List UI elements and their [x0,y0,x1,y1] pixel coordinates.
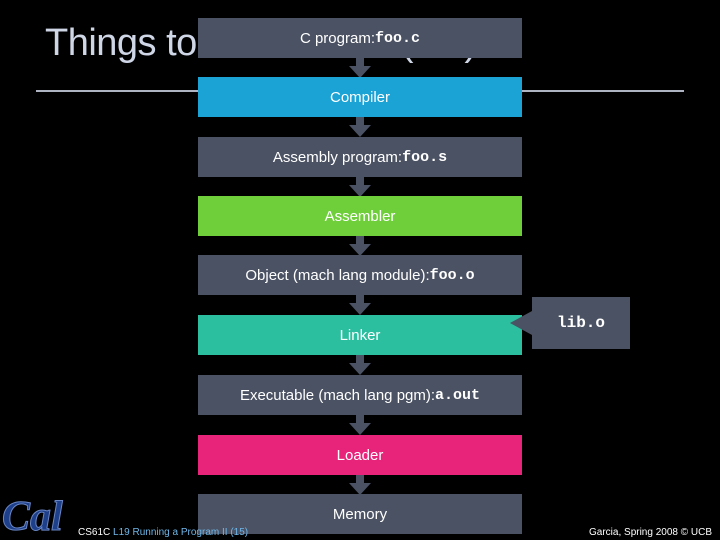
footer-credit: Garcia, Spring 2008 © UCB [589,527,712,538]
flow-arrow [349,244,371,256]
footer-course-code: CS61C [78,527,111,538]
flow-arrow [349,185,371,197]
footer-course: CS61C L19 Running a Program II (15) [78,527,248,538]
flow-box-code: foo.s [402,148,448,166]
flow-arrow-stem [356,236,364,244]
flow-box-code: foo.c [375,29,421,47]
flow-box-label: Linker [339,326,381,344]
flow-arrow [349,483,371,495]
flow-box-linker: Linker [198,315,522,355]
flow-arrow-stem [356,415,364,423]
flow-box-label: Memory [332,505,388,523]
lib-arrow [510,311,532,335]
flow-arrow [349,363,371,375]
flow-arrow [349,125,371,137]
flow-arrow-stem [356,117,364,125]
cal-logo-text: Cal [2,494,63,540]
flow-arrow-stem [356,177,364,185]
flow-box-code: foo.o [429,266,475,284]
flow-box-loader: Loader [198,435,522,475]
lib-input-box: lib.o [532,297,630,349]
flow-box-code: a.out [435,386,481,404]
flow-arrow-stem [356,295,364,303]
cal-logo: Cal [2,494,64,540]
footer-lecture: L19 Running a Program II (15) [113,527,249,538]
flow-box-label: Loader [336,446,384,464]
flow-box-label: C program: [299,29,375,47]
flow-box-assembler: Assembler [198,196,522,236]
flow-arrow [349,303,371,315]
flow-box-executable: Executable (mach lang pgm): a.out [198,375,522,415]
flow-box-memory: Memory [198,494,522,534]
flow-box-label: Object (mach lang module): [245,266,430,284]
flow-arrow-stem [356,58,364,66]
flow-box-assembly: Assembly program: foo.s [198,137,522,177]
flow-arrow [349,423,371,435]
flow-box-label: Assembler [324,207,396,225]
flow-box-object: Object (mach lang module): foo.o [198,255,522,295]
flow-box-c-program: C program: foo.c [198,18,522,58]
flow-box-label: Executable (mach lang pgm): [239,386,436,404]
flow-arrow-stem [356,475,364,483]
flow-arrow-stem [356,355,364,363]
flow-box-label: Compiler [329,88,390,106]
flow-box-compiler: Compiler [198,77,522,117]
flow-arrow [349,66,371,78]
flow-box-label: Assembly program: [272,148,403,166]
